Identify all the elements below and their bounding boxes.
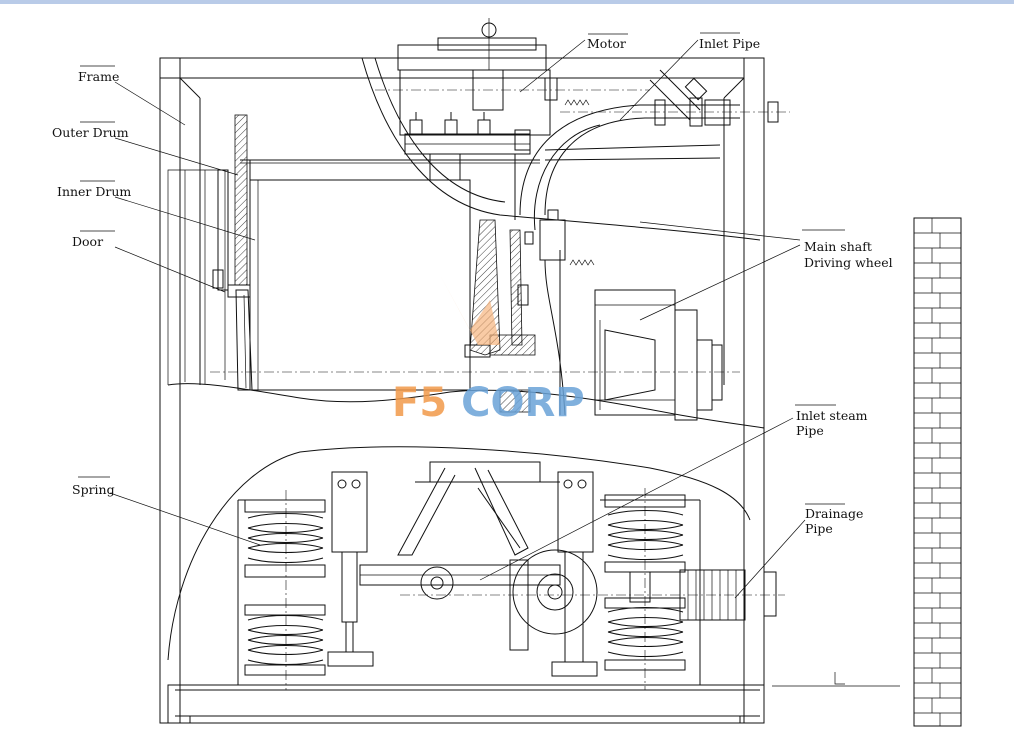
- v-bracket: [397, 467, 529, 556]
- label-inner-drum: Inner Drum: [57, 184, 131, 199]
- label-motor: Motor: [587, 36, 626, 51]
- label-door: Door: [72, 234, 103, 249]
- label-inlet-steam: Inlet steam: [796, 408, 868, 423]
- bottom-right-mark: [772, 672, 900, 687]
- label-spring: Spring: [72, 482, 115, 497]
- watermark-text: F5 CORP: [392, 380, 585, 426]
- leader-lines: [78, 32, 845, 599]
- label-driving-wheel: Driving wheel: [804, 255, 893, 270]
- motor: [375, 18, 650, 220]
- label-inlet-pipe: Inlet Pipe: [699, 36, 760, 51]
- side-wall: [913, 217, 962, 727]
- outer-drum-outline: [167, 57, 765, 429]
- inlet-steam-pipe: [359, 549, 785, 651]
- label-drainage: Drainage: [805, 506, 863, 521]
- lower-housing: [167, 446, 751, 685]
- labels: Frame Outer Drum Inner Drum Door Motor I…: [52, 36, 893, 536]
- window-top-bar: [0, 0, 1014, 4]
- label-drainage-pipe: Pipe: [805, 521, 833, 536]
- label-inlet-steam-pipe: Pipe: [796, 423, 824, 438]
- label-frame: Frame: [78, 69, 119, 84]
- label-outer-drum: Outer Drum: [52, 125, 129, 140]
- watermark-f5: F5: [392, 380, 461, 426]
- driving-wheel: [210, 209, 740, 421]
- inlet-pipe: [519, 69, 790, 231]
- watermark: F5 CORP: [392, 275, 585, 426]
- valve-row: [404, 112, 531, 220]
- label-main-shaft: Main shaft: [804, 239, 872, 254]
- door: [212, 114, 253, 391]
- spring-right: [604, 488, 686, 690]
- spring-left: [244, 490, 326, 690]
- frame-structure: [159, 57, 765, 724]
- watermark-corp: CORP: [461, 380, 584, 426]
- drainage-pipe: [629, 569, 777, 621]
